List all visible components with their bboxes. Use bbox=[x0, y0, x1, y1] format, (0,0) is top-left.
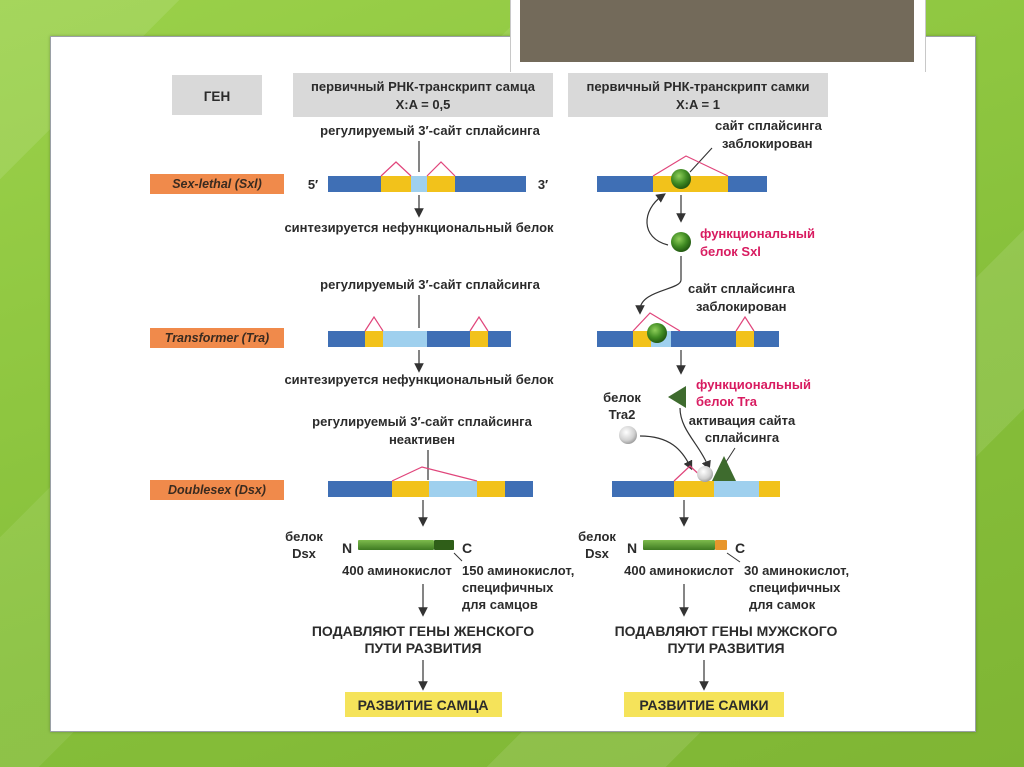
male-dsx-transcript bbox=[328, 466, 533, 497]
male-sxl-3prime: 3′ bbox=[538, 177, 548, 192]
female-protein-n: N bbox=[627, 540, 637, 556]
male-aa-spec-line3: для самцов bbox=[462, 597, 538, 612]
female-protein-label-line1: белок bbox=[578, 529, 616, 544]
female-func-sxl-line1: функциональный bbox=[700, 226, 815, 241]
male-suppress-line1: ПОДАВЛЯЮТ ГЕНЫ ЖЕНСКОГО bbox=[312, 623, 534, 639]
male-protein-c: C bbox=[462, 540, 472, 556]
male-header-line2: X:A = 0,5 bbox=[396, 97, 451, 112]
male-outcome: РАЗВИТИЕ САМЦА bbox=[358, 697, 489, 713]
gene-tag-dsx bbox=[150, 480, 284, 500]
title-box bbox=[520, 0, 914, 62]
female-header-line2: X:A = 1 bbox=[676, 97, 720, 112]
female-dsx-transcript bbox=[612, 465, 780, 497]
female-protein-c: C bbox=[735, 540, 745, 556]
female-suppress-line1: ПОДАВЛЯЮТ ГЕНЫ МУЖСКОГО bbox=[615, 623, 838, 639]
female-func-tra-triangle bbox=[668, 386, 686, 408]
male-aa-spec-line2: специфичных bbox=[462, 580, 554, 595]
male-suppress-line2: ПУТИ РАЗВИТИЯ bbox=[364, 640, 481, 656]
female-column: сайт сплайсинга заблокирован функциональ… bbox=[578, 118, 849, 717]
female-tra-blocked-line1: сайт сплайсинга bbox=[688, 281, 796, 296]
male-header-line1: первичный РНК-транскрипт самца bbox=[311, 79, 536, 94]
header-row: ГЕН первичный РНК-транскрипт самца X:A =… bbox=[172, 73, 828, 117]
male-dsx-site-line2: неактивен bbox=[389, 432, 455, 447]
female-activation-line2: сплайсинга bbox=[705, 430, 780, 445]
male-sxl-transcript bbox=[328, 161, 526, 192]
female-aa-spec-line3: для самок bbox=[749, 597, 816, 612]
female-protein-bar bbox=[643, 540, 715, 550]
male-sxl-5prime: 5′ bbox=[308, 177, 318, 192]
female-tra-blocked-line2: заблокирован bbox=[696, 299, 787, 314]
female-dsx-bound-tra2 bbox=[697, 466, 713, 482]
female-activation-pointer bbox=[725, 447, 736, 463]
female-header-box bbox=[568, 73, 828, 117]
female-func-tra-line1: функциональный bbox=[696, 377, 811, 392]
male-protein-bar bbox=[358, 540, 434, 550]
female-aa-spec-line1: 30 аминокислот, bbox=[744, 563, 849, 578]
female-outcome-box bbox=[624, 692, 784, 717]
content-frame bbox=[50, 36, 976, 732]
female-sxl-blocked-pointer bbox=[689, 147, 713, 173]
male-column: регулируемый 3′-сайт сплайсинга 5′ 3′ си… bbox=[284, 123, 574, 717]
male-protein-n: N bbox=[342, 540, 352, 556]
gene-tag-tra bbox=[150, 328, 284, 348]
male-dsx-site-line1: регулируемый 3′-сайт сплайсинга bbox=[312, 414, 532, 429]
male-protein-label-line2: Dsx bbox=[292, 546, 317, 561]
female-tra2-arrow bbox=[639, 435, 693, 471]
male-tra-site-label: регулируемый 3′-сайт сплайсинга bbox=[320, 277, 540, 292]
gene-tag-sxl bbox=[150, 174, 284, 194]
gene-tag-tra-label: Transformer (Tra) bbox=[165, 331, 269, 345]
male-protein-tail-pointer bbox=[453, 552, 463, 562]
female-func-sxl-line2: белок Sxl bbox=[700, 244, 761, 259]
male-outcome-box bbox=[345, 692, 502, 717]
female-dsx-bound-tra bbox=[712, 456, 736, 481]
female-sxl-autoregulation-arrow bbox=[646, 193, 669, 246]
male-protein-label-line1: белок bbox=[285, 529, 323, 544]
female-tra-transcript bbox=[597, 312, 779, 347]
female-header-line1: первичный РНК-транскрипт самки bbox=[586, 79, 809, 94]
male-aa-spec-line1: 150 аминокислот, bbox=[462, 563, 574, 578]
gene-header-label: ГЕН bbox=[204, 89, 230, 104]
female-protein-label-line2: Dsx bbox=[585, 546, 610, 561]
male-tra-transcript bbox=[328, 315, 511, 347]
female-outcome: РАЗВИТИЕ САМКИ bbox=[639, 697, 768, 713]
male-aa400: 400 аминокислот bbox=[342, 563, 452, 578]
female-tra-to-dsx-arrow bbox=[679, 407, 711, 471]
gene-tag-sxl-label: Sex-lethal (Sxl) bbox=[172, 177, 262, 191]
female-sxl-blocked-line2: заблокирован bbox=[722, 136, 813, 151]
female-activation-line1: активация сайта bbox=[689, 413, 796, 428]
female-aa400: 400 аминокислот bbox=[624, 563, 734, 578]
female-protein-specific-tail bbox=[715, 540, 727, 550]
male-header-box bbox=[293, 73, 553, 117]
male-protein-specific-tail bbox=[434, 540, 454, 550]
female-protein-tail-pointer bbox=[726, 552, 741, 563]
female-tra2-line1: белок bbox=[603, 390, 641, 405]
female-func-tra-line2: белок Tra bbox=[696, 394, 758, 409]
male-sxl-result: синтезируется нефункциональный белок bbox=[284, 220, 554, 235]
gene-tag-dsx-label: Doublesex (Dsx) bbox=[168, 483, 266, 497]
female-tra2-line2: Tra2 bbox=[609, 407, 636, 422]
female-func-sxl-ball bbox=[671, 232, 691, 252]
female-suppress-line2: ПУТИ РАЗВИТИЯ bbox=[667, 640, 784, 656]
female-sxl-to-tra-arrow bbox=[635, 256, 682, 315]
female-tra-bound-sxl bbox=[647, 323, 667, 343]
female-sxl-bound-protein bbox=[671, 169, 691, 189]
male-sxl-site-label: регулируемый 3′-сайт сплайсинга bbox=[320, 123, 540, 138]
female-aa-spec-line2: специфичных bbox=[749, 580, 841, 595]
female-tra2-ball bbox=[619, 426, 637, 444]
gene-tags: Sex-lethal (Sxl) Transformer (Tra) Doubl… bbox=[150, 174, 284, 500]
male-tra-result: синтезируется нефункциональный белок bbox=[284, 372, 554, 387]
gene-header-box bbox=[172, 75, 262, 115]
female-sxl-blocked-line1: сайт сплайсинга bbox=[715, 118, 823, 133]
